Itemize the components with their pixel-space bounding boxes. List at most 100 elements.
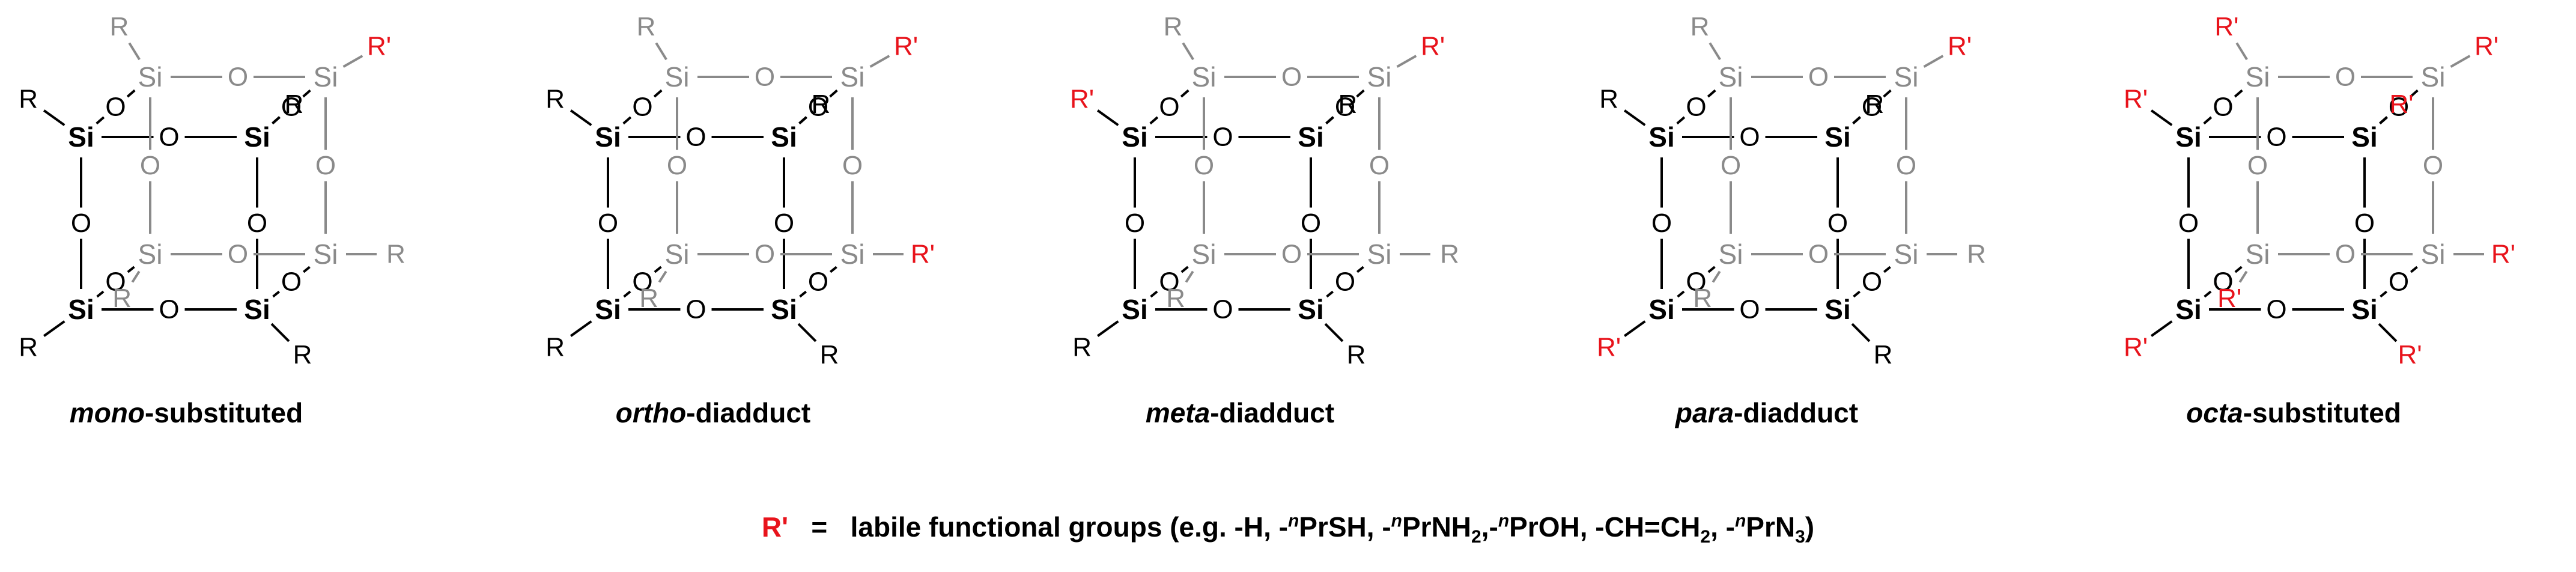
bond-line <box>1150 290 1158 298</box>
bond-line <box>2410 89 2419 98</box>
labile-group-label: R' <box>2389 90 2413 119</box>
oxygen-atom: O <box>667 151 687 180</box>
substituent-bond <box>270 323 290 342</box>
bond-line <box>653 89 663 98</box>
substituent-bond <box>1709 42 1721 61</box>
oxygen-atom: O <box>1862 267 1882 297</box>
silicon-atom-back: Si <box>138 61 163 93</box>
silicon-atom-front: Si <box>1824 121 1850 153</box>
caption-meta: meta-diadduct <box>1145 397 1335 428</box>
bond-line <box>1883 266 1891 273</box>
oxygen-atom: O <box>1335 267 1355 297</box>
oxygen-atom: O <box>1159 93 1179 122</box>
r-group-label: R <box>19 85 38 114</box>
silicon-atom-front: Si <box>1122 121 1147 153</box>
silicon-atom-front: Si <box>1122 294 1147 325</box>
oxygen-atom: O <box>755 62 775 92</box>
bond-line <box>302 89 311 98</box>
r-group-label: R <box>1440 240 1459 269</box>
oxygen-atom: O <box>1651 208 1672 238</box>
bond-line <box>2204 290 2212 298</box>
silicon-atom-front: Si <box>244 294 270 325</box>
silicon-atom-front: Si <box>1824 294 1850 325</box>
silicon-atom-front: Si <box>1298 294 1323 325</box>
substituent-bond <box>2450 55 2471 68</box>
legend: R' = labile functional groups (e.g. -H, … <box>0 511 2576 547</box>
oxygen-atom: O <box>755 240 775 269</box>
silicon-atom-back: Si <box>314 239 338 270</box>
labile-group-label: R' <box>894 32 918 61</box>
oxygen-atom: O <box>1686 93 1706 122</box>
r-group-label: R <box>1874 340 1893 370</box>
bond-line <box>1677 290 1685 298</box>
silicon-atom-back: Si <box>138 239 163 270</box>
caption-mono: mono-substituted <box>69 397 303 428</box>
bond-line <box>126 89 136 98</box>
silicon-atom-back: Si <box>1192 239 1217 270</box>
silicon-atom-front: Si <box>2175 294 2201 325</box>
bond-line <box>2410 266 2418 273</box>
oxygen-atom: O <box>1808 62 1829 92</box>
oxygen-atom: O <box>2213 93 2233 122</box>
r-group-label: R <box>112 284 132 313</box>
oxygen-atom: O <box>2213 267 2233 297</box>
bond-line <box>302 266 311 273</box>
substituent-bond <box>1712 270 1721 283</box>
oxygen-atom: O <box>1301 208 1321 238</box>
silicon-atom-front: Si <box>1298 121 1323 153</box>
r-group-label: R <box>386 240 406 269</box>
r-group-label: R <box>110 12 129 41</box>
oxygen-atom: O <box>1862 93 1882 122</box>
labile-group-label: R' <box>2398 340 2422 370</box>
substituent-bond <box>869 55 890 68</box>
bond-line <box>1180 266 1189 273</box>
oxygen-atom: O <box>2423 151 2443 180</box>
r-group-label: R <box>1072 332 1092 362</box>
silicon-atom-front: Si <box>2351 294 2377 325</box>
oxygen-atom: O <box>228 240 248 269</box>
oxygen-atom: O <box>2354 208 2375 238</box>
bond-line <box>96 116 105 125</box>
substituent-bond <box>2150 320 2173 337</box>
legend-equals: = <box>811 511 828 543</box>
oxygen-atom: O <box>105 267 126 297</box>
substituent-bond <box>1096 320 1119 337</box>
oxygen-atom: O <box>105 93 126 122</box>
oxygen-atom: O <box>685 123 706 152</box>
substituent-bond <box>798 116 807 124</box>
bond-line <box>1356 266 1364 273</box>
silicon-atom-back: Si <box>1367 239 1392 270</box>
caption-octa: octa-substituted <box>2186 397 2401 428</box>
silicon-atom-front: Si <box>244 121 270 153</box>
oxygen-atom: O <box>315 151 336 180</box>
caption-ortho: ortho-diadduct <box>615 397 811 428</box>
bond-line <box>1180 89 1189 98</box>
substituent-bond <box>1396 55 1417 68</box>
substituent-bond <box>655 42 667 61</box>
oxygen-atom: O <box>1827 208 1848 238</box>
bond-line <box>96 290 105 298</box>
oxygen-atom: O <box>1281 240 1302 269</box>
substituent-bond <box>1324 323 1344 342</box>
bond-line <box>654 266 662 273</box>
silicon-atom-back: Si <box>1894 61 1919 93</box>
r-group-label: R <box>637 12 656 41</box>
substituent-bond <box>1623 320 1646 337</box>
oxygen-atom: O <box>1335 93 1355 122</box>
silicon-atom-front: Si <box>1648 121 1674 153</box>
silicon-atom-back: Si <box>1192 61 1217 93</box>
r-group-label: R <box>545 332 565 362</box>
oxygen-atom: O <box>1212 123 1233 152</box>
oxygen-atom: O <box>2389 93 2409 122</box>
bond-line <box>829 89 838 98</box>
substituent-bond <box>2238 270 2248 283</box>
oxygen-atom: O <box>1721 151 1741 180</box>
substituent-bond <box>43 109 65 126</box>
bond-line <box>2234 266 2243 273</box>
oxygen-atom: O <box>2178 208 2199 238</box>
oxygen-atom: O <box>774 208 794 238</box>
oxygen-atom: O <box>2389 267 2409 297</box>
r-group-label: R <box>19 332 38 362</box>
oxygen-atom: O <box>1808 240 1829 269</box>
